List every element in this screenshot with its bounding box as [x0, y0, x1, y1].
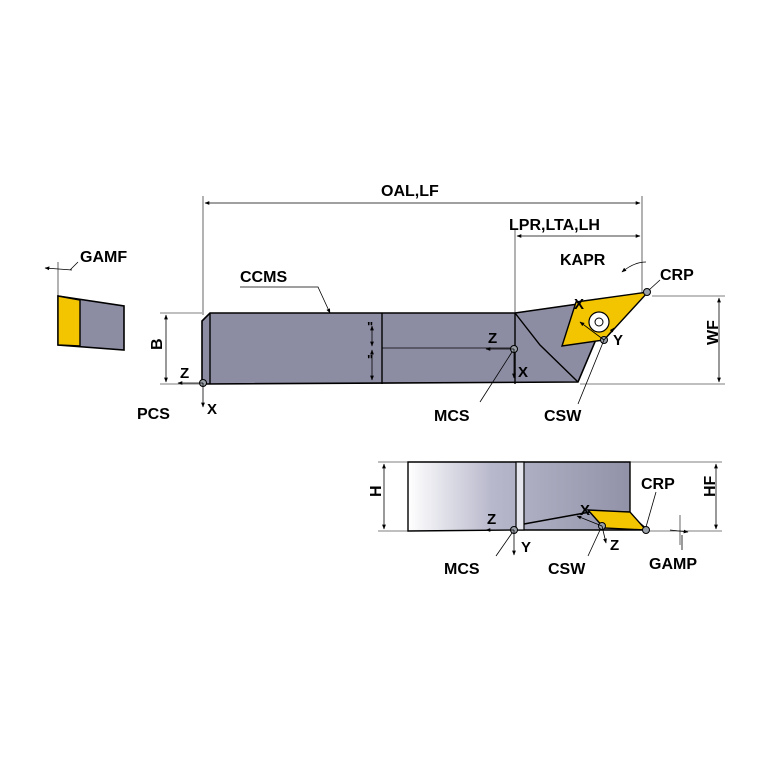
mcs-side-leader: [495, 532, 513, 557]
h-label: H: [368, 485, 385, 497]
mcs-top-x-label: X: [518, 364, 528, 381]
csw-side-label: CSW: [548, 561, 586, 578]
csw-top-label: CSW: [544, 408, 582, 425]
half-width-mark-top: ": [367, 319, 373, 334]
csw-side-x-axis: [576, 515, 603, 527]
csw-top-y-axis: [603, 327, 615, 341]
top-view: OAL,LF LPR,LTA,LH " " CCMS B: [137, 183, 725, 425]
gamp-angle-arrow: [669, 529, 689, 534]
pcs-x-label: X: [207, 401, 217, 418]
mcs-top-label: MCS: [434, 408, 470, 425]
csw-side-leader: [587, 529, 601, 557]
crp-side-point: [642, 526, 650, 534]
gamf-insert-section: [57, 295, 81, 347]
pcs-label: PCS: [137, 406, 170, 423]
insert-screw-head: [594, 317, 604, 327]
crp-top-point: [643, 288, 651, 296]
gamf-leader: [69, 261, 79, 271]
lpr-lta-lh-label: LPR,LTA,LH: [509, 217, 600, 234]
kapr-arc: [621, 261, 647, 273]
gamf-label: GAMF: [80, 249, 127, 266]
crp-side-label: CRP: [641, 476, 675, 493]
hf-label: HF: [702, 475, 719, 497]
csw-top-x-axis: [579, 321, 605, 341]
wf-label: WF: [705, 320, 722, 345]
csw-top-leader: [577, 339, 605, 405]
csw-top-y-label: Y: [613, 332, 623, 349]
pcs-z-label: Z: [180, 365, 189, 382]
mcs-top-leader: [479, 351, 513, 403]
crp-top-leader: [648, 279, 661, 291]
oal-lf-label: OAL,LF: [381, 183, 439, 200]
side-view: H HF CRP GAMP X Z CSW Z Y MCS: [368, 461, 722, 578]
ccms-leader: [240, 286, 331, 314]
insert-screw-icon: [588, 311, 610, 333]
csw-side-z-axis: [601, 525, 607, 544]
gamf-angle-arrow: [44, 266, 73, 271]
side-step-band: [515, 461, 525, 531]
gamf-section-view: GAMF: [44, 249, 127, 351]
b-label: B: [149, 338, 166, 350]
mcs-side-z-label: Z: [487, 511, 496, 528]
crp-top-label: CRP: [660, 267, 694, 284]
mcs-side-y-label: Y: [521, 539, 531, 556]
csw-side-x-label: X: [580, 502, 590, 519]
csw-top-x-label: X: [574, 296, 584, 313]
gamp-label: GAMP: [649, 556, 697, 573]
mcs-top-z-label: Z: [488, 330, 497, 347]
ccms-label: CCMS: [240, 269, 287, 286]
half-width-mark-bottom: ": [367, 352, 373, 367]
kapr-label: KAPR: [560, 252, 606, 269]
mcs-side-label: MCS: [444, 561, 480, 578]
csw-side-z-label: Z: [610, 537, 619, 554]
head-facet-line: [514, 312, 579, 383]
crp-side-leader: [645, 491, 657, 528]
